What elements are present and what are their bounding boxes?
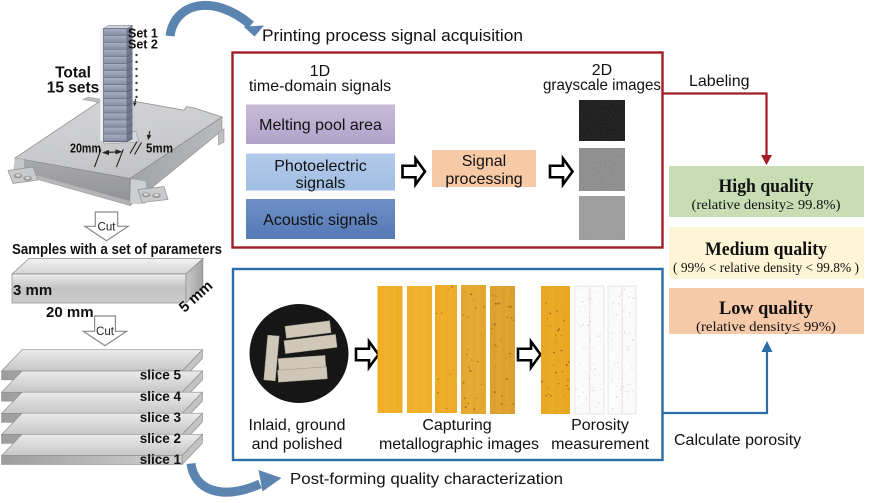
svg-text:Samples with a set of paramete: Samples with a set of parameters [12, 241, 222, 258]
svg-text:Calculate porosity: Calculate porosity [674, 432, 801, 449]
svg-text:( 99% < relative density < 99.: ( 99% < relative density < 99.8% ) [673, 261, 859, 276]
svg-text:High quality: High quality [719, 176, 814, 197]
svg-text:20mm: 20mm [70, 141, 101, 156]
svg-text:processing: processing [445, 171, 522, 188]
svg-text:slice 1: slice 1 [140, 452, 182, 467]
svg-text:2D: 2D [592, 62, 612, 79]
svg-text:Cut: Cut [98, 222, 117, 234]
svg-text:5mm: 5mm [146, 141, 173, 156]
svg-text:Acoustic signals: Acoustic signals [263, 212, 378, 229]
svg-text:Cut: Cut [96, 326, 115, 338]
svg-text:(relative density≤ 99%): (relative density≤ 99%) [696, 320, 836, 335]
svg-text:time-domain signals: time-domain signals [249, 78, 391, 95]
svg-text:signals: signals [296, 175, 346, 192]
svg-text:Inlaid, ground: Inlaid, ground [249, 417, 346, 434]
svg-text:Porosity: Porosity [571, 417, 629, 434]
svg-text:measurement: measurement [551, 436, 649, 453]
svg-text:Capturing: Capturing [422, 417, 491, 434]
svg-text:Medium quality: Medium quality [705, 239, 827, 260]
svg-text:Photoelectric: Photoelectric [274, 158, 367, 175]
svg-text:grayscale images: grayscale images [543, 77, 661, 94]
svg-text:Labeling: Labeling [689, 73, 750, 90]
svg-text:Melting pool area: Melting pool area [259, 117, 382, 134]
svg-text:(relative density≥ 99.8%): (relative density≥ 99.8%) [692, 198, 841, 213]
svg-text:Signal: Signal [462, 153, 506, 170]
svg-text:Set 2: Set 2 [128, 38, 158, 52]
svg-text:slice 2: slice 2 [140, 431, 181, 446]
svg-text:15 sets: 15 sets [47, 80, 100, 97]
svg-text:Total: Total [55, 65, 91, 82]
svg-text:Low quality: Low quality [719, 298, 813, 319]
svg-text:metallographic images: metallographic images [379, 436, 539, 453]
svg-text:Post-forming quality character: Post-forming quality characterization [290, 471, 563, 488]
svg-text:and polished: and polished [252, 436, 343, 453]
svg-text:1D: 1D [310, 63, 330, 80]
svg-text:slice 4: slice 4 [140, 389, 182, 404]
svg-text:20 mm: 20 mm [46, 304, 94, 321]
svg-text:slice 3: slice 3 [140, 410, 182, 425]
svg-text:slice 5: slice 5 [140, 368, 182, 383]
svg-text:3 mm: 3 mm [13, 282, 52, 299]
svg-text:Printing process signal acquis: Printing process signal acquisition [262, 26, 523, 45]
svg-text:Set 1: Set 1 [128, 27, 158, 41]
